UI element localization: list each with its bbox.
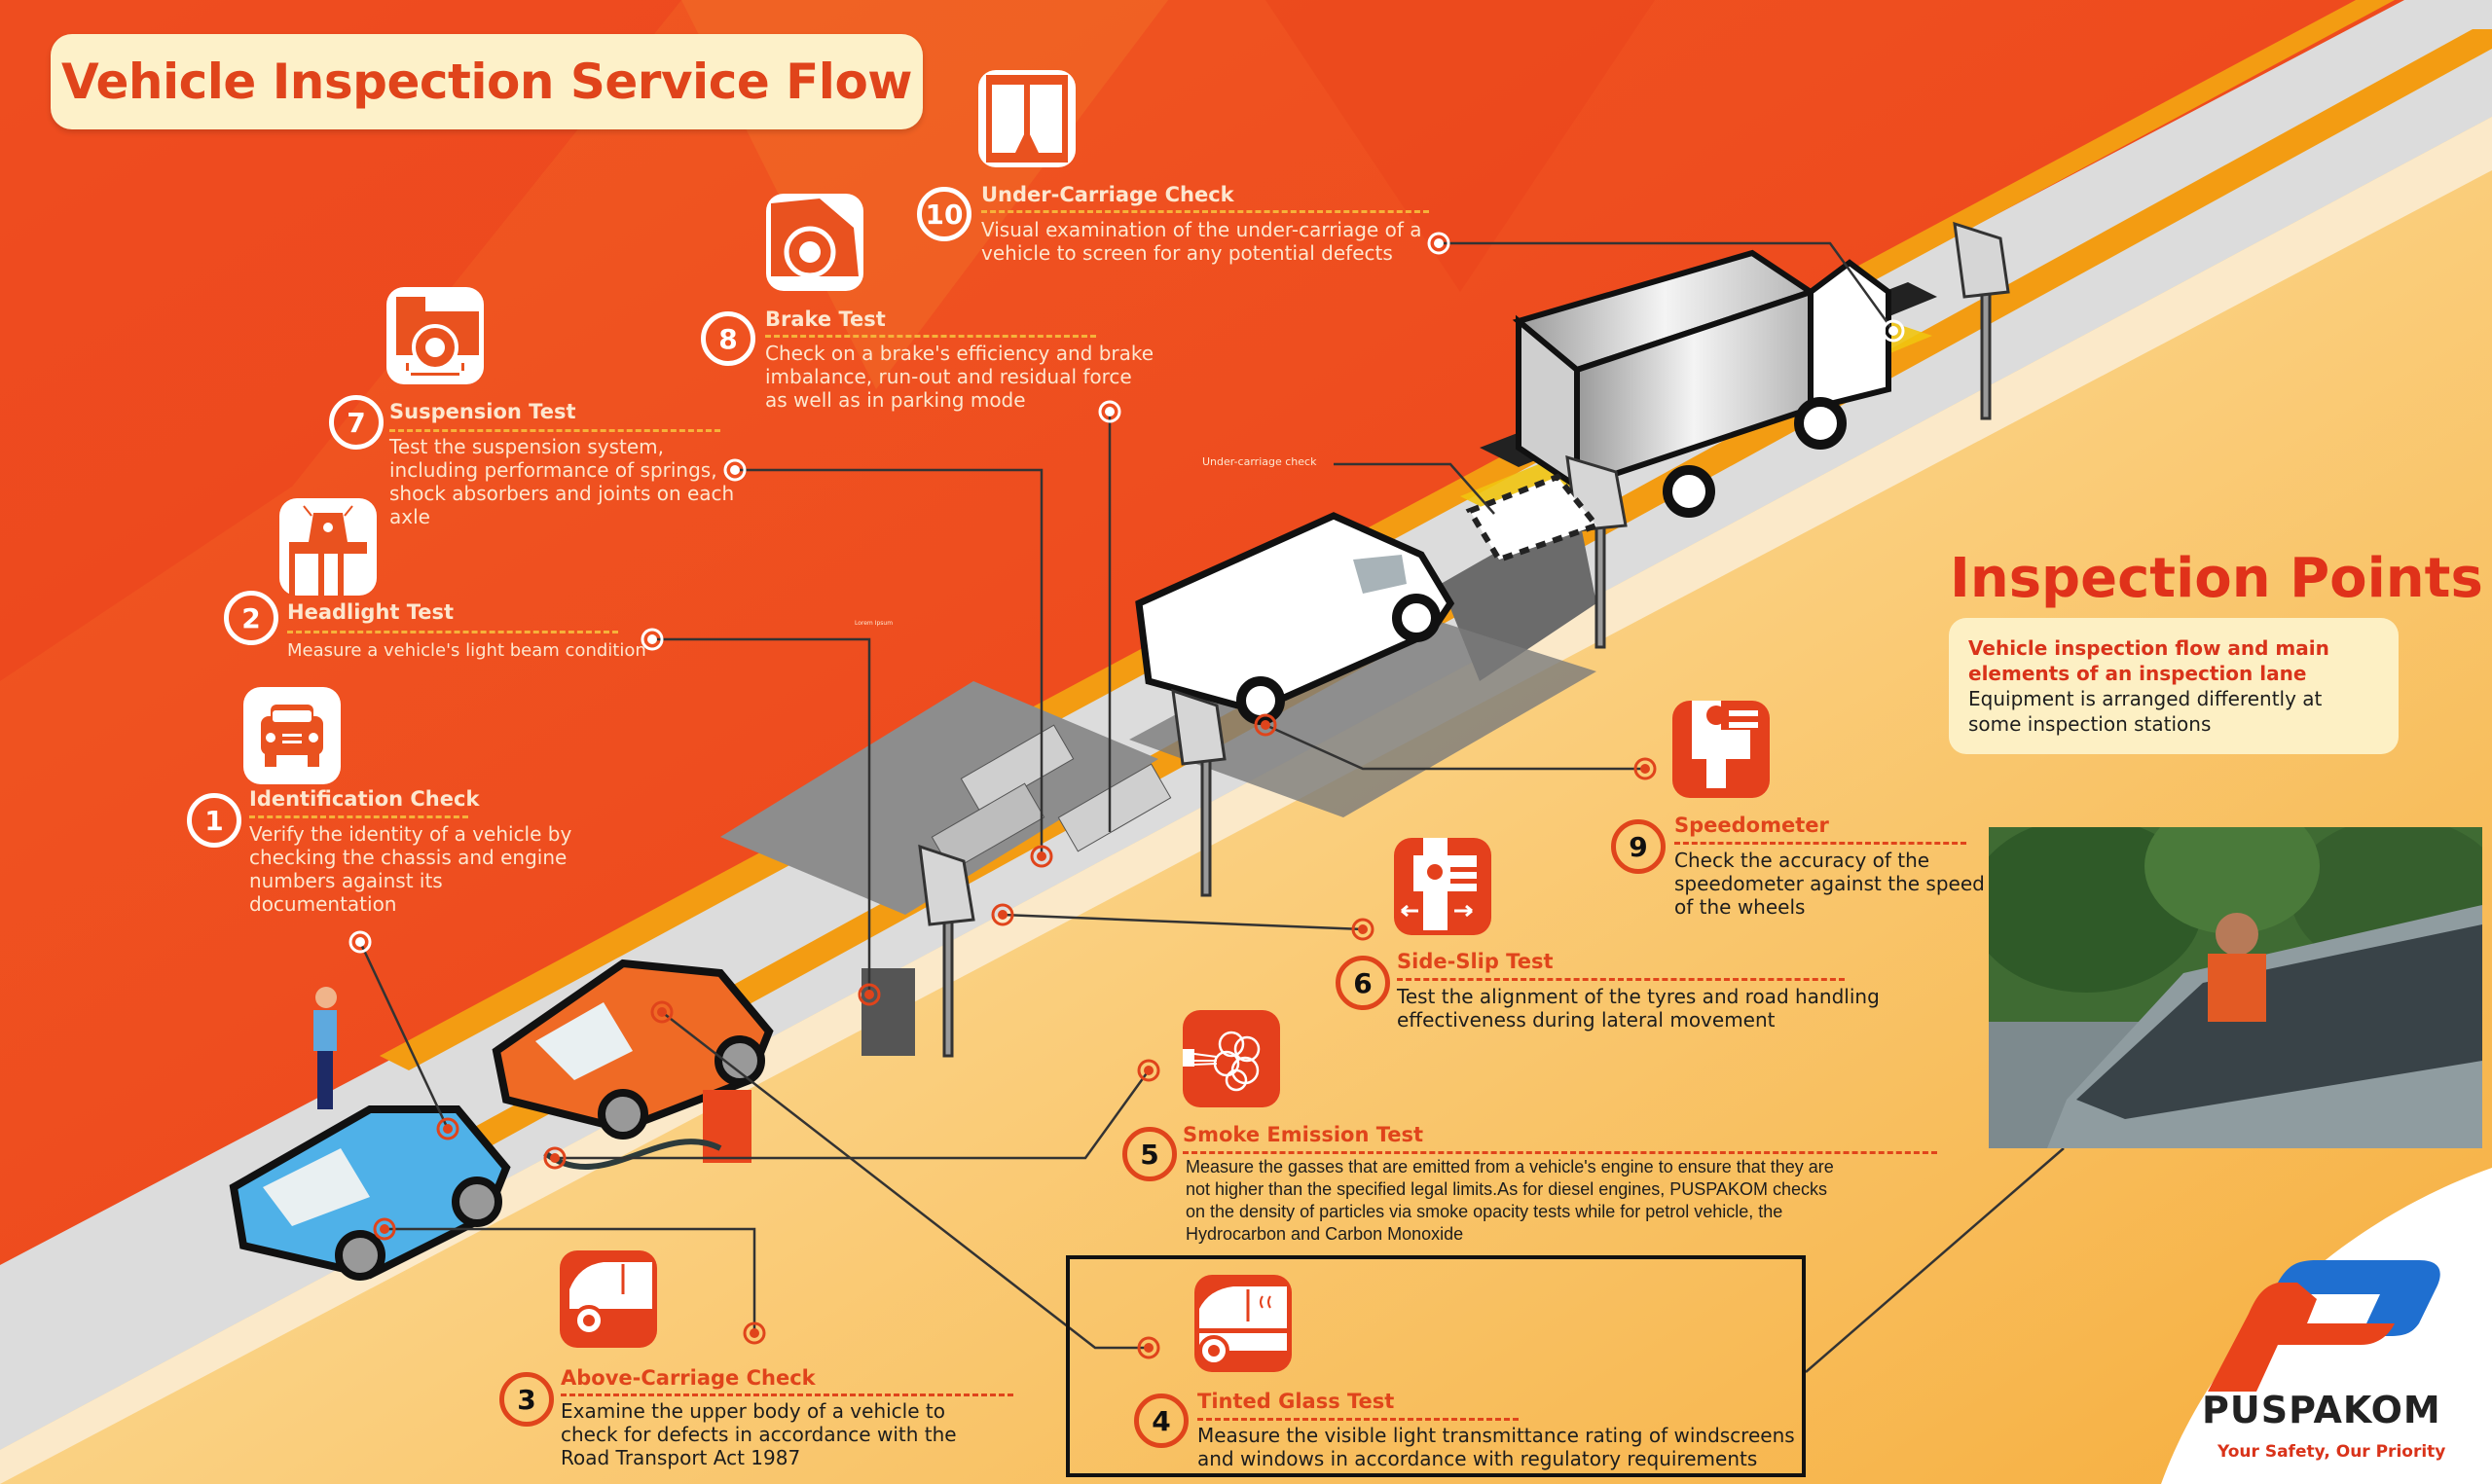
inspection-points-subtitle: Vehicle inspection flow and main element…	[1968, 636, 2329, 685]
step-title: Above-Carriage Check	[561, 1366, 816, 1390]
page-title: Vehicle Inspection Service Flow	[60, 54, 913, 110]
brake-icon	[766, 194, 863, 291]
step-number: 9	[1611, 819, 1666, 874]
step-number: 3	[499, 1372, 554, 1427]
step-title: Smoke Emission Test	[1183, 1123, 1424, 1146]
puspakom-p-mark-icon	[2208, 1260, 2440, 1392]
leader-lines	[358, 241, 2065, 1373]
step-number: 8	[701, 311, 755, 366]
step-number: 10	[917, 187, 971, 241]
tinted-window-icon	[1194, 1275, 1292, 1372]
side-slip-icon	[1394, 838, 1491, 935]
inspection-points-body: Equipment is arranged differently at som…	[1968, 687, 2323, 736]
step-title: Identification Check	[249, 787, 480, 811]
step-description: Measure a vehicle's light beam condition	[287, 640, 646, 661]
step-title: Under-Carriage Check	[981, 183, 1234, 206]
orange-car	[492, 959, 774, 1140]
dashed-divider	[1674, 842, 1966, 845]
placeholder-annotation: Lorem Ipsum	[855, 620, 894, 627]
brand-name: PUSPAKOM	[2202, 1389, 2441, 1431]
step-description: Verify the identity of a vehicle by chec…	[249, 822, 572, 916]
step-title: Brake Test	[765, 308, 886, 331]
step-title: Side-Slip Test	[1397, 950, 1554, 973]
dashed-divider	[765, 335, 1096, 338]
car-side-icon	[560, 1250, 657, 1348]
title-banner: Vehicle Inspection Service Flow	[51, 34, 923, 129]
smoke-tester	[703, 1090, 751, 1163]
step-description: Test the alignment of the tyres and road…	[1397, 985, 1880, 1032]
step-number: 6	[1336, 956, 1390, 1010]
step-description: Measure the visible light transmittance …	[1197, 1424, 1795, 1470]
puspakom-logo	[2180, 1236, 2473, 1469]
car-front-icon	[243, 687, 341, 784]
step-title: Speedometer	[1674, 814, 1829, 837]
step-description: Measure the gasses that are emitted from…	[1186, 1157, 1834, 1244]
step-description: Examine the upper body of a vehicle to c…	[561, 1399, 957, 1469]
target-markers	[348, 232, 1905, 1359]
tint-test-photo	[1989, 827, 2482, 1148]
suspension-icon	[386, 287, 484, 384]
step-number: 1	[187, 793, 241, 848]
dashed-divider	[1397, 978, 1845, 981]
van	[1135, 512, 1455, 725]
brake-rollers	[931, 724, 1172, 872]
step-number: 2	[224, 591, 278, 645]
inspection-points-box: Vehicle inspection flow and main element…	[1949, 618, 2399, 754]
dashed-divider	[287, 631, 618, 633]
blue-car	[229, 1105, 511, 1281]
step-title: Headlight Test	[287, 600, 455, 624]
dashed-divider	[249, 815, 468, 818]
undercarriage-annotation: Under-carriage check	[1202, 455, 1317, 468]
step-title: Tinted Glass Test	[1197, 1390, 1395, 1413]
step-description: Check the accuracy of the speedometer ag…	[1674, 849, 1985, 919]
speedometer-roller-icon	[1672, 701, 1770, 798]
step-number: 7	[329, 395, 384, 450]
tinted-glass-callout-frame	[1066, 1255, 1806, 1477]
step-description: Check on a brake's efficiency and brake …	[765, 342, 1154, 412]
step-description: Visual examination of the under-carriage…	[981, 218, 1422, 265]
dashed-divider	[561, 1394, 1013, 1396]
dashed-divider	[981, 210, 1429, 213]
step-description: Test the suspension system, including pe…	[389, 435, 735, 528]
inspector-figure	[313, 987, 337, 1109]
dashed-divider	[1183, 1151, 1937, 1154]
dashed-divider	[1197, 1418, 1519, 1421]
step-number: 4	[1134, 1394, 1189, 1448]
brand-tagline: Your Safety, Our Priority	[2217, 1442, 2446, 1462]
exhaust-smoke-icon	[1183, 1010, 1280, 1107]
step-title: Suspension Test	[389, 400, 576, 423]
headlight-tester-icon	[279, 498, 377, 596]
dashed-divider	[389, 429, 720, 432]
inspection-points-title: Inspection Points	[1950, 547, 2483, 610]
undercarriage-icon	[978, 70, 1076, 167]
step-number: 5	[1122, 1127, 1177, 1181]
